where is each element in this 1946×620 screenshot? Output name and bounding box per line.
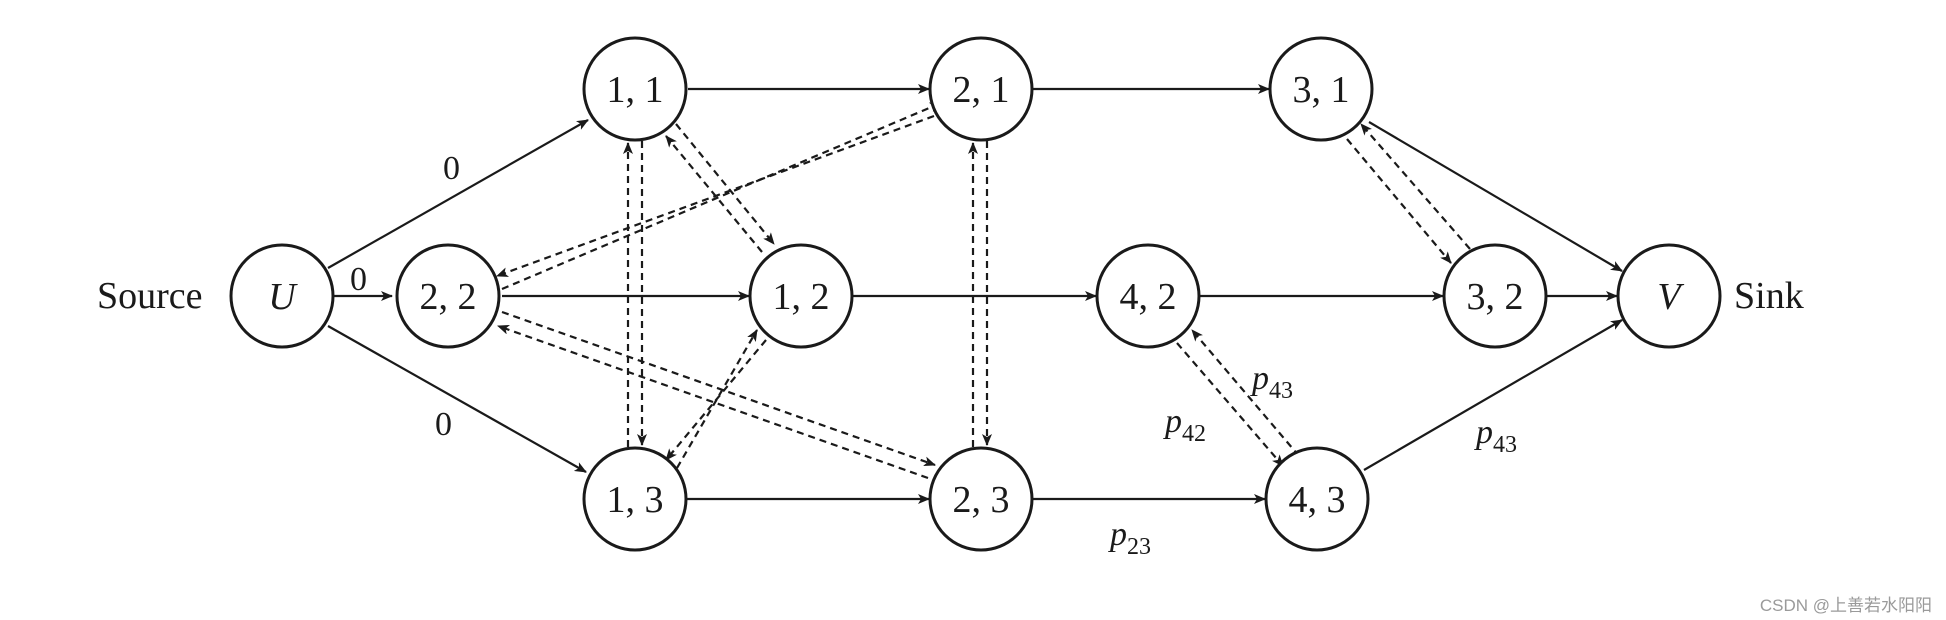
disj-11-12-b bbox=[675, 123, 775, 245]
node-4-2-label: 4, 2 bbox=[1120, 276, 1177, 318]
node-v: V bbox=[1616, 243, 1722, 349]
node-2-1-label: 2, 1 bbox=[953, 69, 1010, 111]
edge-label-p43-upper: p43 bbox=[1250, 360, 1293, 404]
node-4-2: 4, 2 bbox=[1095, 243, 1201, 349]
edge-label-u-13: 0 bbox=[435, 406, 452, 443]
node-u-label: U bbox=[268, 276, 298, 318]
disj-31-32-b bbox=[1360, 123, 1471, 250]
edge-label-u-22: 0 bbox=[350, 261, 367, 298]
edge-label-p42: p42 bbox=[1163, 403, 1206, 447]
node-1-2-label: 1, 2 bbox=[773, 276, 830, 318]
edge-label-u-11: 0 bbox=[443, 150, 460, 187]
disj-42-43-a bbox=[1176, 342, 1284, 467]
p43-upper-sub: 43 bbox=[1269, 378, 1293, 404]
node-1-3: 1, 3 bbox=[582, 446, 688, 552]
node-u: U bbox=[229, 243, 335, 349]
node-3-2-label: 3, 2 bbox=[1467, 276, 1524, 318]
sink-label: Sink bbox=[1734, 275, 1804, 317]
p43-upper-base: p bbox=[1250, 360, 1269, 397]
disj-22-23-b bbox=[501, 310, 936, 467]
p42-base: p bbox=[1163, 403, 1182, 440]
node-3-1: 3, 1 bbox=[1268, 36, 1374, 142]
node-1-3-label: 1, 3 bbox=[607, 479, 664, 521]
node-3-2: 3, 2 bbox=[1442, 243, 1548, 349]
dashed-arcs bbox=[496, 101, 1471, 480]
watermark: CSDN @上善若水阳阳 bbox=[1760, 596, 1932, 615]
p43-lower-sub: 43 bbox=[1493, 432, 1517, 458]
disj-12-13-b bbox=[676, 329, 758, 469]
node-1-1-label: 1, 1 bbox=[607, 69, 664, 111]
p42-sub: 42 bbox=[1182, 421, 1206, 447]
arc-u-13 bbox=[327, 325, 587, 473]
node-4-3-label: 4, 3 bbox=[1289, 479, 1346, 521]
arc-u-11 bbox=[327, 119, 589, 269]
p23-sub: 23 bbox=[1127, 534, 1151, 560]
node-1-2: 1, 2 bbox=[748, 243, 854, 349]
edge-label-p23: p23 bbox=[1108, 516, 1151, 560]
disj-21-22-b bbox=[501, 101, 942, 291]
p23-base: p bbox=[1108, 516, 1127, 553]
disj-31-32-a bbox=[1346, 138, 1452, 264]
disj-11-12-a bbox=[665, 135, 763, 253]
disj-21-22-a bbox=[496, 114, 935, 278]
p43-lower-base: p bbox=[1474, 414, 1493, 451]
node-3-1-label: 3, 1 bbox=[1293, 69, 1350, 111]
node-2-2: 2, 2 bbox=[395, 243, 501, 349]
node-2-2-label: 2, 2 bbox=[420, 276, 477, 318]
solid-arcs bbox=[327, 84, 1623, 504]
source-label: Source bbox=[97, 275, 203, 317]
node-v-label: V bbox=[1657, 276, 1684, 318]
disj-42-43-b bbox=[1191, 329, 1300, 457]
disj-22-23-a bbox=[497, 324, 929, 480]
edge-label-p43-lower: p43 bbox=[1474, 414, 1517, 458]
arc-31-v bbox=[1368, 121, 1623, 272]
arc-43-v bbox=[1363, 319, 1623, 471]
node-2-3: 2, 3 bbox=[928, 446, 1034, 552]
node-1-1: 1, 1 bbox=[582, 36, 688, 142]
node-4-3: 4, 3 bbox=[1264, 446, 1370, 552]
node-2-1: 2, 1 bbox=[928, 36, 1034, 142]
node-2-3-label: 2, 3 bbox=[953, 479, 1010, 521]
